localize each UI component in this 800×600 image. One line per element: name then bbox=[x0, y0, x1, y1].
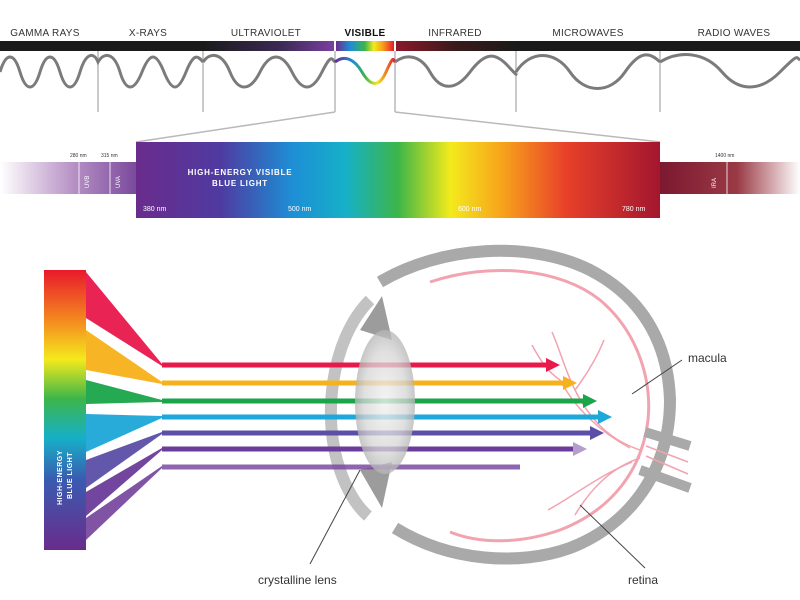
band-bar-gamma bbox=[0, 41, 98, 51]
zoom-lines bbox=[135, 111, 661, 143]
iris-top bbox=[360, 296, 392, 340]
optic-nerve bbox=[638, 427, 692, 493]
hev-title-line1: HIGH-ENERGY VISIBLE bbox=[188, 168, 293, 177]
hev-title-line2: BLUE LIGHT bbox=[212, 179, 268, 188]
band-label-radio: RADIO WAVES bbox=[698, 28, 771, 39]
light-source-bar bbox=[44, 270, 86, 550]
wavelength-500nm: 500 nm bbox=[288, 206, 312, 213]
ir-region bbox=[660, 162, 800, 194]
wave-radio bbox=[659, 53, 800, 89]
sclera-outer bbox=[376, 244, 677, 565]
band-bar-infrared bbox=[396, 41, 516, 51]
wave-uv bbox=[201, 53, 337, 89]
label-ira: IRA bbox=[712, 178, 718, 188]
label-uvb: UVB bbox=[85, 176, 91, 188]
lens-leader bbox=[309, 469, 361, 565]
wave-microwaves bbox=[514, 53, 662, 90]
em-spectrum-bands: GAMMA RAYS X-RAYS ULTRAVIOLET VISIBLE IN… bbox=[0, 28, 800, 112]
label-uva: UVA bbox=[116, 176, 122, 188]
wave-infrared bbox=[394, 54, 518, 88]
band-bar-microwaves bbox=[516, 41, 660, 51]
wavelength-600nm: 600 nm bbox=[458, 206, 482, 213]
macula-label: macula bbox=[688, 351, 727, 365]
wave-gamma-xray bbox=[0, 54, 205, 89]
band-label-xray: X-RAYS bbox=[129, 28, 167, 39]
band-label-infrared: INFRARED bbox=[428, 28, 482, 39]
band-bar-xray bbox=[98, 41, 203, 51]
source-label-line1: HIGH-ENERGY bbox=[57, 450, 64, 505]
visible-region bbox=[136, 142, 660, 218]
band-label-uv: ULTRAVIOLET bbox=[231, 28, 301, 39]
band-label-gamma: GAMMA RAYS bbox=[10, 28, 80, 39]
wavelength-strip: 280 nm 315 nm 1400 nm UVB UVA IRA HIGH-E… bbox=[0, 142, 800, 218]
retina-label: retina bbox=[628, 573, 658, 587]
source-label-line2: BLUE LIGHT bbox=[67, 452, 74, 499]
macula-leader bbox=[631, 359, 683, 395]
wavelength-780nm: 780 nm bbox=[622, 206, 646, 213]
tick-1400nm: 1400 nm bbox=[715, 153, 734, 159]
wavelength-380nm: 380 nm bbox=[143, 206, 167, 213]
retina-leader bbox=[579, 504, 646, 569]
tick-315nm: 315 nm bbox=[101, 153, 118, 159]
tick-280nm: 280 nm bbox=[70, 153, 87, 159]
retina-layer bbox=[429, 269, 651, 543]
lens-label: crystalline lens bbox=[258, 573, 337, 587]
uv-region bbox=[0, 162, 136, 194]
band-bar-visible bbox=[336, 41, 394, 51]
ray-arrowheads bbox=[546, 358, 612, 456]
band-bar-radio bbox=[660, 41, 800, 51]
band-bar-uv bbox=[203, 41, 334, 51]
band-label-microwaves: MICROWAVES bbox=[552, 28, 623, 39]
crystalline-lens bbox=[355, 330, 415, 474]
band-label-visible: VISIBLE bbox=[345, 28, 386, 39]
light-beams-funnel bbox=[86, 272, 162, 540]
eye-illustration: HIGH-ENERGY BLUE LIGHT bbox=[44, 244, 727, 587]
wave-visible bbox=[334, 56, 397, 85]
